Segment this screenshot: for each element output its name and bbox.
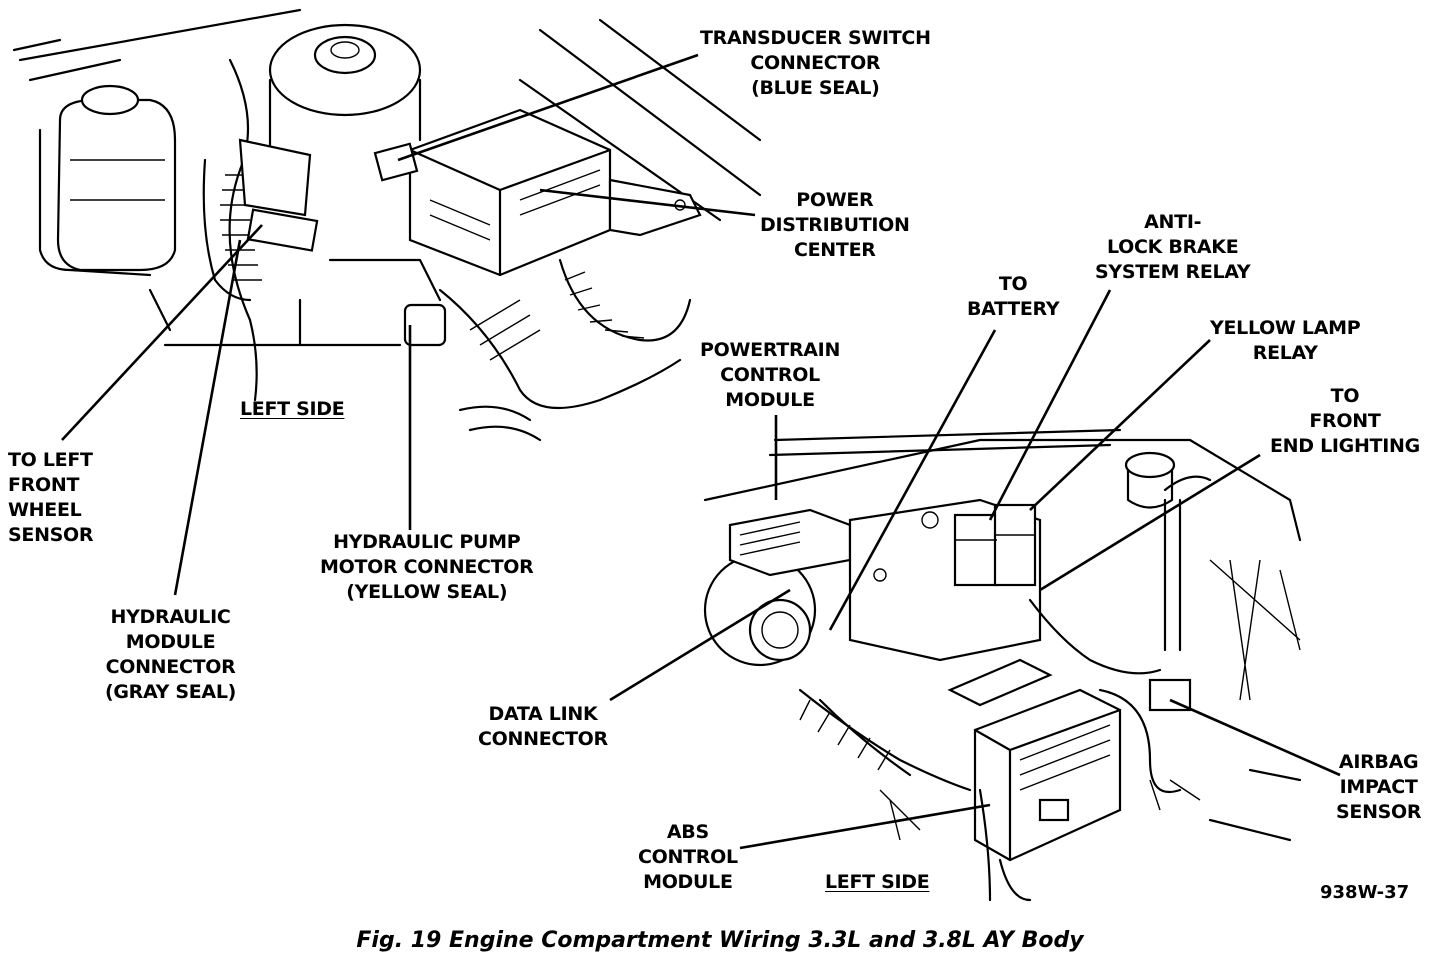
leader-data-link [609, 588, 791, 702]
label-power-distribution-center: POWER DISTRIBUTION CENTER [760, 189, 910, 261]
bottom-engine-view [703, 428, 1302, 902]
label-yellow-lamp-relay: YELLOW LAMP RELAY [1210, 317, 1361, 364]
leader-abs-relay [988, 289, 1112, 521]
label-abs-control-module: ABS CONTROL MODULE [638, 821, 738, 893]
label-left-side-bottom: LEFT SIDE [825, 871, 930, 893]
label-hydraulic-module-connector: HYDRAULIC MODULE CONNECTOR (GRAY SEAL) [105, 606, 237, 703]
leader-airbag [1169, 698, 1341, 777]
label-to-front-end-lighting: TO FRONT END LIGHTING [1270, 385, 1420, 457]
label-hydraulic-pump-motor-connector: HYDRAULIC PUMP MOTOR CONNECTOR (YELLOW S… [320, 531, 534, 603]
label-left-side-top: LEFT SIDE [240, 398, 345, 420]
label-data-link-connector: DATA LINK CONNECTOR [478, 703, 608, 750]
label-airbag-impact-sensor: AIRBAG IMPACT SENSOR [1336, 751, 1422, 823]
leader-abs-module [739, 803, 991, 850]
leader-pdc [539, 188, 756, 217]
label-to-battery: TO BATTERY [967, 273, 1060, 320]
leader-yellow-lamp [1029, 339, 1211, 511]
leader-wheel-sensor [61, 224, 263, 441]
leader-battery [828, 329, 997, 631]
label-transducer-switch-connector: TRANSDUCER SWITCH CONNECTOR (BLUE SEAL) [700, 27, 931, 99]
leader-lines [61, 53, 1341, 850]
top-engine-view [12, 8, 762, 442]
label-to-left-front-wheel-sensor: TO LEFT FRONT WHEEL SENSOR [8, 449, 94, 546]
leader-hydraulic-module [173, 239, 242, 596]
label-powertrain-control-module: POWERTRAIN CONTROL MODULE [700, 339, 841, 411]
figure-code: 938W-37 [1320, 882, 1410, 903]
figure-caption: Fig. 19 Engine Compartment Wiring 3.3L a… [356, 928, 1084, 953]
label-anti-lock-brake-relay: ANTI- LOCK BRAKE SYSTEM RELAY [1095, 211, 1251, 283]
leader-transducer [397, 53, 699, 162]
leader-front-lighting [1039, 453, 1261, 592]
